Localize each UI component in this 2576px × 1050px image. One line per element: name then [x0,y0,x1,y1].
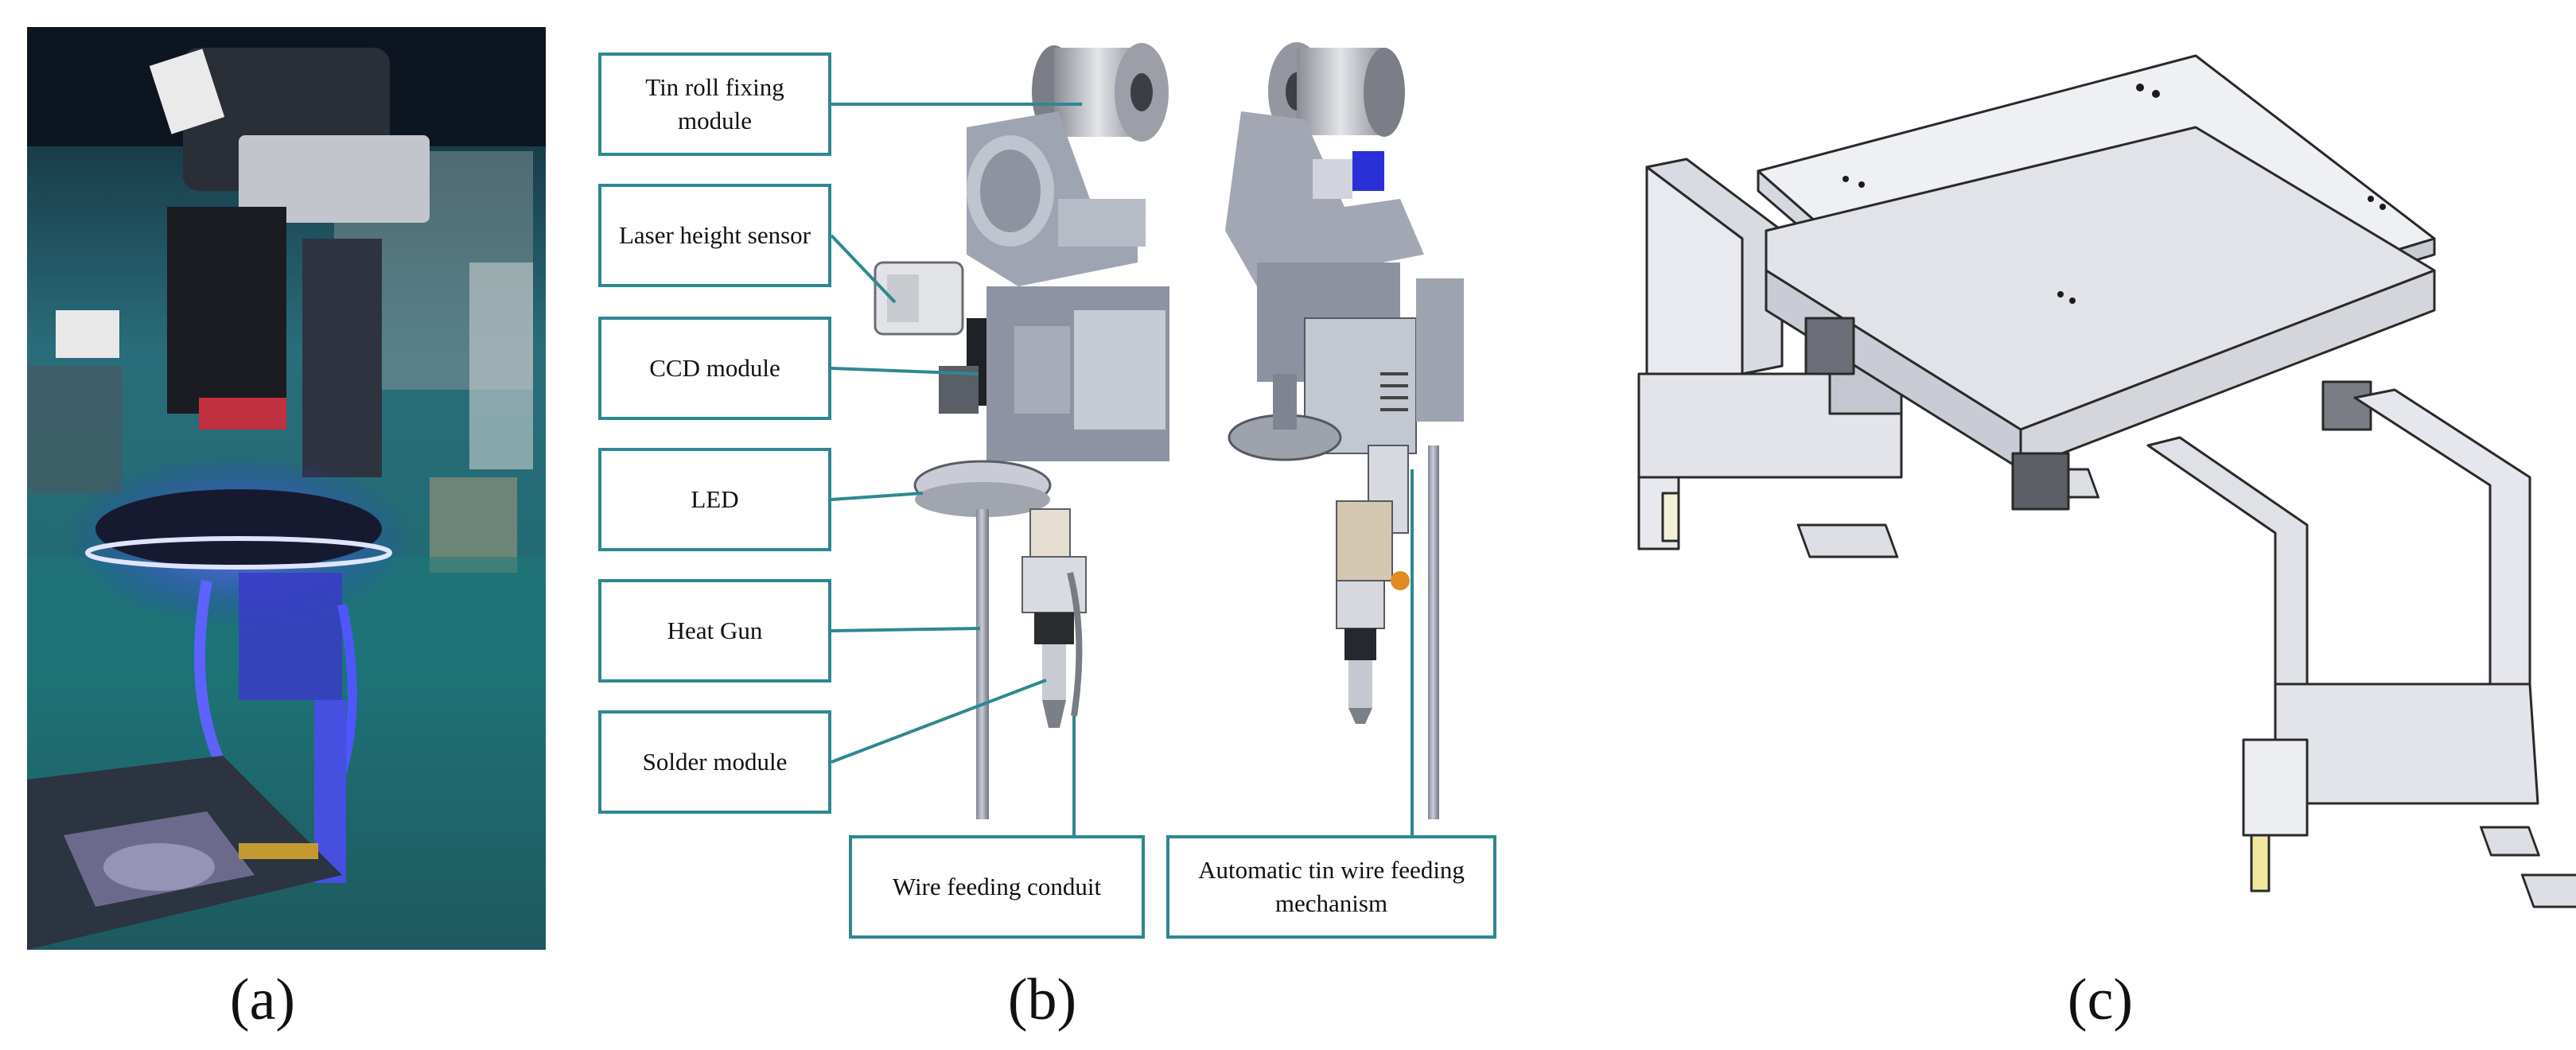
vent-grille [1380,372,1408,411]
solder-head-rear-view [1225,42,1464,819]
label-wire-feeding-conduit: Wire feeding conduit [849,835,1145,939]
caption-panel-b: (b) [1007,967,1077,1032]
label-laser-height-sensor: Laser height sensor [598,184,831,287]
label-automatic-tin-wire-feeding-mechanism: Automatic tin wire feeding mechanism [1166,835,1496,939]
panel-c-gantry [1637,54,2576,908]
label-ccd-module: CCD module [598,317,831,420]
solder-head-front-view [874,43,1169,819]
leader-lines [830,103,1414,835]
caption-panel-c: (c) [2067,967,2134,1032]
label-text: Automatic tin wire feeding mechanism [1198,856,1465,917]
label-text: CCD module [649,354,780,383]
label-tin-roll-fixing-module: Tin roll fixing module [598,52,831,156]
label-text: Wire feeding conduit [892,873,1102,901]
label-heat-gun: Heat Gun [598,579,831,682]
panel-a-photo [27,27,546,950]
label-led: LED [598,448,831,551]
label-text: Laser height sensor [618,221,811,250]
label-text: Heat Gun [667,616,763,645]
label-text: Tin roll fixing module [645,73,784,134]
label-text: Solder module [642,748,788,776]
label-text: LED [691,485,739,514]
caption-panel-a: (a) [229,967,296,1032]
label-solder-module: Solder module [598,710,831,814]
